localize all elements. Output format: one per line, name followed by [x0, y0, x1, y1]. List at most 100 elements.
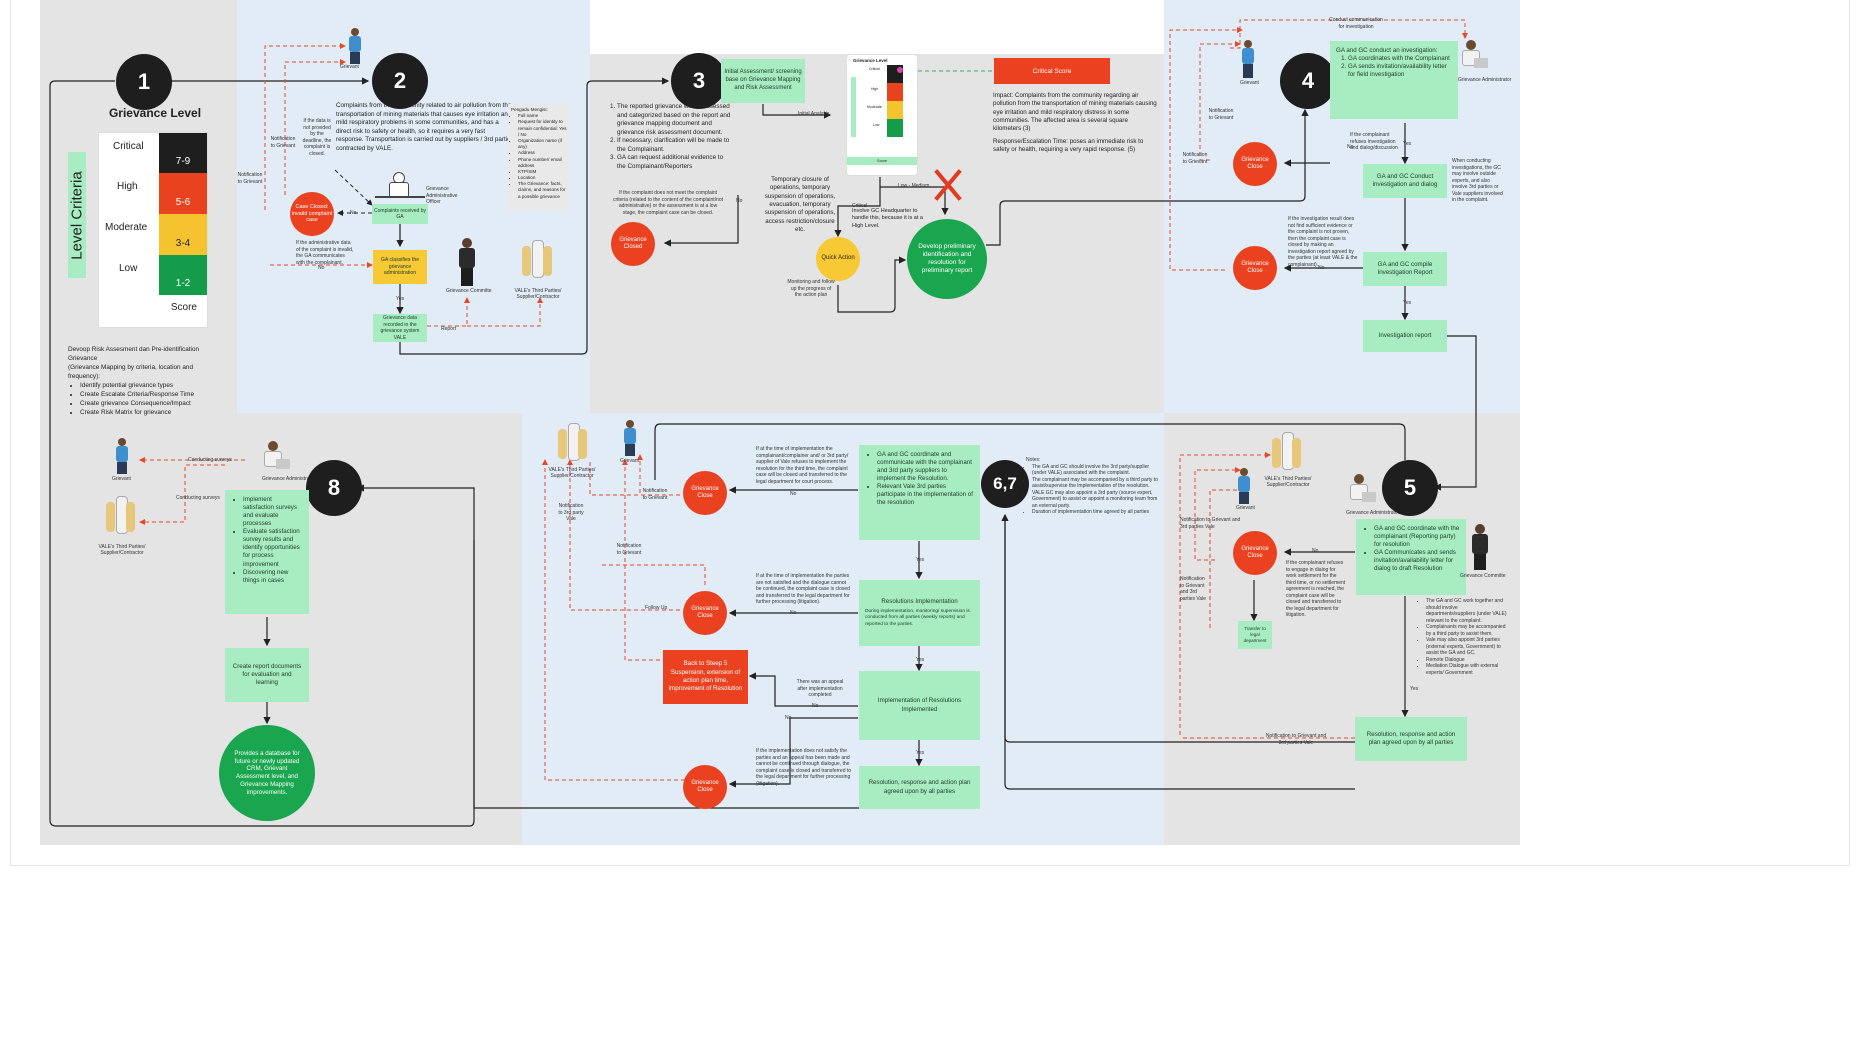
step8-grievant-label: Grievant — [112, 476, 131, 482]
step3-critical-score[interactable]: Critical Score — [994, 58, 1110, 84]
step67-implemented-box[interactable]: Implementation of Resolutions Implemente… — [859, 671, 980, 740]
step1-desc-sub: (Grievance Mapping by criteria, location… — [68, 363, 194, 380]
step3-mini-marker-icon — [897, 67, 903, 73]
step5-transfer-box[interactable]: Transfer to legal department — [1238, 621, 1272, 649]
step5-committee-icon — [1471, 524, 1489, 570]
step1-desc-list: Identify potential grievance types Creat… — [68, 382, 208, 418]
step3-screening-box[interactable]: Initial Assessment/ screening base on Gr… — [721, 59, 805, 103]
step3-impact-text: Impact: Complaints from the community re… — [993, 92, 1157, 133]
step5-coordinate-item: GA and GC coordinate with the complainan… — [1374, 525, 1460, 549]
step2-recorded-box[interactable]: Grievance data recorded in the grievance… — [373, 314, 427, 342]
step4-report-box[interactable]: Investigation report — [1363, 320, 1447, 352]
step-4-badge: 4 — [1280, 53, 1336, 109]
step67-impl-box[interactable]: Resolutions Implementation During implem… — [859, 580, 980, 646]
step3-no-label: No — [736, 198, 743, 204]
step5-third-party-label: VALE's Third Parties/ Supplier/Contracto… — [1264, 476, 1312, 488]
step67-close1-circle[interactable]: Grievance Close — [683, 471, 727, 515]
step2-notif-label2: Notification to Grievant — [237, 172, 263, 185]
legend-row-high: High 5-6 — [99, 173, 207, 214]
step4-close2-circle[interactable]: Grievance Close — [1233, 246, 1277, 290]
step2-perlu-item: Location — [518, 175, 567, 181]
step8-item: Discovering new things in cases — [243, 569, 303, 585]
legend-level-low: Low — [119, 263, 138, 274]
step2-received-box[interactable]: Complaints received by GA — [372, 204, 428, 224]
step67-back-box[interactable]: Back to Steep 5 Suspension, extension of… — [663, 650, 748, 704]
step-3-badge: 3 — [671, 53, 727, 109]
legend-score-label: Score — [170, 302, 197, 313]
step5-close-circle[interactable]: Grievance Close — [1233, 531, 1277, 575]
step2-perlu-item: Organization name (if any) — [518, 138, 567, 150]
step3-x-icon — [934, 168, 962, 202]
step3-develop-circle[interactable]: Develop preliminary identification and r… — [907, 219, 987, 299]
step5-meeting-item: Complainants may be accompanied by a thi… — [1426, 624, 1508, 637]
step8-item: Implement satisfaction surveys and evalu… — [243, 496, 303, 528]
step3-response-text: Response/Escalation Time: poses an immed… — [993, 138, 1144, 154]
step2-grievant-label: Grievant — [340, 64, 359, 70]
step8-survey2: Conducting surveys — [176, 495, 220, 501]
step2-committee-label: Grievance Committe — [446, 288, 492, 294]
committee-person-icon — [457, 238, 477, 286]
step67-note-mid: If at the time of implementation the par… — [756, 573, 850, 605]
step-5-badge: 5 — [1382, 460, 1438, 516]
step8-admin-label: Grievance Administrator — [262, 476, 316, 482]
step5-resolution-box[interactable]: Resolution, response and action plan agr… — [1355, 717, 1467, 761]
step2-perlu-item: Request for identity to remain confident… — [518, 119, 567, 138]
step67-yes-c: Yes — [916, 750, 925, 756]
step-1-badge: 1 — [116, 54, 172, 110]
step3-quick-action-circle[interactable]: Quick Action — [816, 237, 860, 281]
step-8-badge: 8 — [306, 460, 362, 516]
legend-score-high: 5-6 — [159, 173, 207, 214]
step2-perlu-item: Address — [518, 150, 567, 156]
step3-low-medium: Low - Medium — [898, 183, 930, 189]
step8-item: Evaluate satisfaction survey results and… — [243, 528, 303, 568]
legend-side-label: Level Criteria — [68, 152, 86, 278]
step3-mini-title: Grievance Level — [853, 58, 888, 63]
step3-closed-circle[interactable]: Grievance Closed — [611, 222, 655, 266]
step67-note-bottom: If the implementation does not satisfy t… — [756, 748, 852, 787]
step2-classify-box[interactable]: GA classifies the grievance administrati… — [373, 250, 427, 284]
step8-items-box[interactable]: Implement satisfaction surveys and evalu… — [225, 490, 309, 614]
step3-monitoring-note: Monitoring and follow up the progress of… — [787, 279, 835, 298]
officer-illustration-icon — [375, 172, 425, 206]
frame-border — [10, 0, 1850, 866]
step4-grievant-label: Grievant — [1240, 80, 1259, 86]
step67-coordinate-box[interactable]: GA and GC coordinate and communicate wit… — [859, 445, 980, 540]
step5-meeting-list: The GA and GC work together and should i… — [1420, 598, 1508, 676]
step4-investigation-item: GA sends invitation/availability letter … — [1348, 63, 1452, 79]
step8-database-circle[interactable]: Provides a database for future or newly … — [219, 725, 315, 821]
step4-compile-box[interactable]: GA and GC compile Investigation Report — [1363, 252, 1447, 286]
step67-follow-up: Follow Up — [645, 605, 668, 611]
step2-case-closed-circle[interactable]: Case Closed: invalid complaint case — [290, 192, 334, 236]
step3-involve-note: Involve GC Headquarter to handle this, b… — [852, 208, 923, 229]
step1-desc-item: Identify potential grievance types — [80, 382, 208, 391]
step3-items: The reported grievance will be assessed … — [605, 103, 731, 171]
step5-notif-top: Notification to Grievant and 3rd parties… — [1180, 517, 1241, 530]
step3-mini-row-moderate: Moderate — [867, 105, 882, 109]
step4-investigation-box[interactable]: GA and GC conduct an investigation: GA c… — [1330, 41, 1458, 119]
step-2-badge: 2 — [372, 53, 428, 109]
step1-desc-item: Create Escalate Criteria/Response Time — [80, 391, 208, 400]
step5-notif-bottom: Notification to Grievant and 3rd parties… — [1265, 733, 1327, 746]
step8-report-box[interactable]: Create report documents for evaluation a… — [225, 648, 309, 702]
legend-side-text: Level Criteria — [68, 171, 86, 260]
step5-meeting-item: Mediation Dialogue with external experts… — [1426, 663, 1508, 676]
step67-no-label-d: No — [785, 715, 792, 721]
step4-conduct-box[interactable]: GA and GC Conduct investigation and dial… — [1363, 164, 1447, 198]
step67-close3-circle[interactable]: Grievance Close — [683, 765, 727, 809]
step2-perlu-item: KTP/SIM — [518, 169, 567, 175]
step4-close1-circle[interactable]: Grievance Close — [1233, 142, 1277, 186]
step4-no-label: No — [1347, 144, 1354, 150]
step5-coordinate-box[interactable]: GA and GC coordinate with the complainan… — [1356, 519, 1466, 595]
step67-notif-a: Notification to Grievant — [642, 488, 668, 501]
step4-no-label-b: No — [1318, 265, 1325, 271]
step5-meeting-item: Remote Dialogue — [1426, 657, 1508, 664]
panel-step5-bg — [1164, 413, 1520, 845]
step67-close2-circle[interactable]: Grievance Close — [683, 591, 727, 635]
legend-score-critical: 7-9 — [159, 133, 207, 173]
step8-third-party-icon — [104, 496, 136, 536]
step4-investigation-item: GA coordinates with the Complainant — [1348, 55, 1452, 63]
step4-investigation-list: GA coordinates with the Complainant GA s… — [1336, 55, 1452, 79]
step67-appeal-note: There was an appeal after implementation… — [796, 679, 844, 698]
step67-notes-item: Duration of implementation time agreed b… — [1032, 509, 1162, 516]
step67-agreed-box[interactable]: Resolution, response and action plan agr… — [859, 766, 980, 809]
